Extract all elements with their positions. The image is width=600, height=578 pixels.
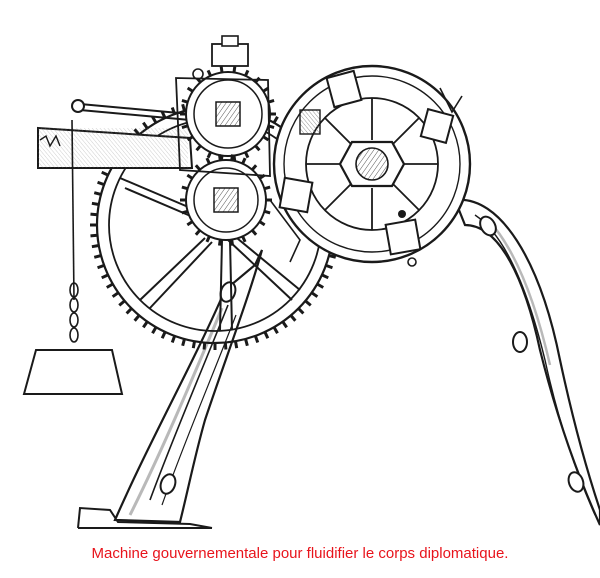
gear-tooth xyxy=(93,191,102,196)
gear-tooth xyxy=(194,164,201,171)
gear-tooth xyxy=(205,235,211,243)
base-plate xyxy=(77,506,213,529)
gear-tooth xyxy=(244,338,249,347)
gear-tooth xyxy=(133,314,141,322)
gear-tooth xyxy=(194,229,201,236)
gear-tooth xyxy=(217,154,222,161)
gear-tooth xyxy=(170,335,177,343)
lower-pinion xyxy=(180,154,272,246)
gear-tooth xyxy=(310,291,319,298)
gear-tooth xyxy=(244,69,250,77)
gear-tooth xyxy=(181,99,189,104)
gear-tooth xyxy=(254,144,261,152)
gear-tooth xyxy=(97,180,105,187)
gear-tooth xyxy=(230,154,235,161)
gear-tooth xyxy=(321,273,329,280)
gear-tooth xyxy=(325,263,333,270)
gear-tooth xyxy=(234,340,239,349)
gear-tooth xyxy=(181,338,186,347)
gear-tooth xyxy=(97,263,105,270)
gear-tooth xyxy=(219,66,224,73)
crushing-drum xyxy=(272,64,472,267)
gear-tooth xyxy=(111,291,120,298)
gear-tooth xyxy=(186,135,194,142)
gear-tooth xyxy=(101,170,109,177)
gear-tooth xyxy=(272,115,279,124)
gear-tooth xyxy=(263,209,271,215)
lever-beam xyxy=(37,99,194,301)
gear-tooth xyxy=(186,86,194,93)
main-leg xyxy=(113,249,264,524)
gear-tooth xyxy=(186,173,194,180)
gear-tooth xyxy=(251,229,258,236)
gear-tooth xyxy=(297,307,305,315)
gear-tooth xyxy=(223,342,228,350)
right-arm xyxy=(453,198,600,526)
gear-tooth xyxy=(125,307,133,315)
gear-tooth xyxy=(281,320,288,329)
gear-tooth xyxy=(90,233,98,238)
gear-tooth xyxy=(217,239,222,246)
gear-tooth xyxy=(253,335,260,343)
gear-tooth xyxy=(101,273,109,280)
gear-tooth xyxy=(263,331,270,339)
gear-tooth xyxy=(142,320,149,329)
gear-tooth xyxy=(151,326,158,335)
gear-tooth xyxy=(251,164,258,171)
gear-tooth xyxy=(151,115,158,124)
machine-engraving xyxy=(22,35,600,529)
gear-tooth xyxy=(181,124,189,129)
gear-tooth xyxy=(262,135,270,142)
gear-tooth xyxy=(195,144,202,152)
hanging-weight xyxy=(22,282,124,395)
gear-tooth xyxy=(93,254,102,259)
gear-tooth xyxy=(186,220,194,227)
gear-tooth xyxy=(191,340,196,349)
gear-tooth xyxy=(272,326,279,335)
gear-tooth xyxy=(202,342,207,350)
gear-tooth xyxy=(241,157,247,165)
upper-pinion xyxy=(180,35,276,162)
gear-tooth xyxy=(244,151,250,159)
gear-tooth xyxy=(241,235,247,243)
gear-tooth xyxy=(181,103,186,112)
gear-tooth xyxy=(105,282,114,289)
gear-tooth xyxy=(289,314,297,322)
gear-tooth xyxy=(230,239,235,246)
gear-tooth xyxy=(205,157,211,165)
caption-text: Machine gouvernementale pour fluidifier … xyxy=(91,545,509,562)
gear-tooth xyxy=(91,244,100,249)
gear-tooth xyxy=(258,220,266,227)
gear-tooth xyxy=(181,185,189,191)
gear-tooth xyxy=(232,66,237,73)
gear-tooth xyxy=(91,201,100,206)
gear-tooth xyxy=(118,299,126,307)
gear-tooth xyxy=(90,212,98,217)
gear-tooth xyxy=(206,69,212,77)
gear-tooth xyxy=(142,121,149,130)
gear-tooth xyxy=(160,331,167,339)
gear-tooth xyxy=(263,185,271,191)
gear-tooth xyxy=(181,209,189,215)
gear-tooth xyxy=(304,299,312,307)
gear-bracket xyxy=(175,77,301,263)
gear-tooth xyxy=(328,254,337,259)
gear-tooth xyxy=(206,151,212,159)
gear-tooth xyxy=(316,282,325,289)
